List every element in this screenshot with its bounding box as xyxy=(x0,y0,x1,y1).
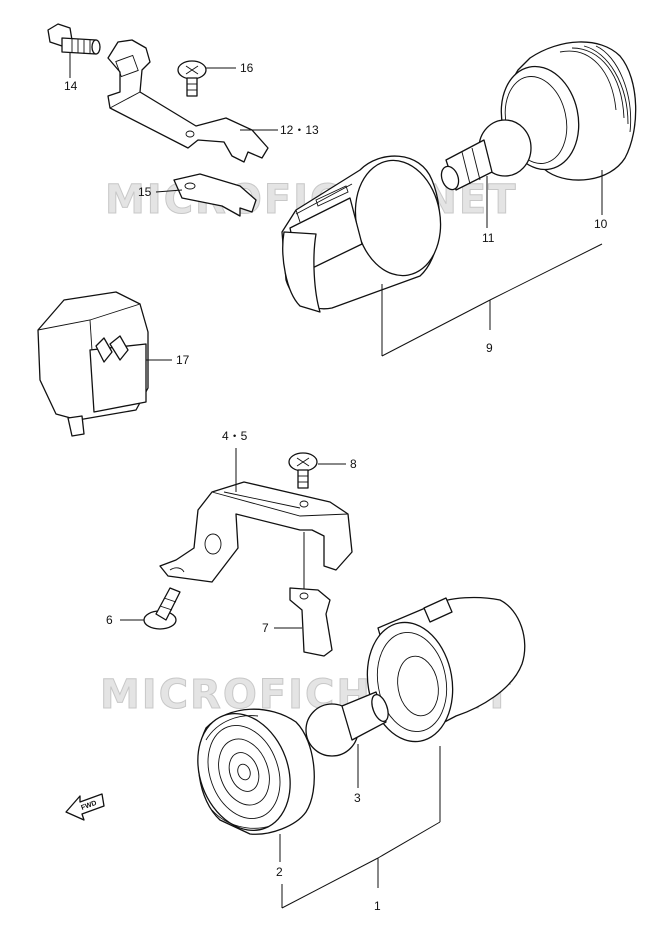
part-10-lens[interactable] xyxy=(492,41,637,181)
label-8: 8 xyxy=(350,457,357,471)
label-14: 14 xyxy=(64,79,78,93)
label-6: 6 xyxy=(106,613,113,627)
part-15-clip[interactable] xyxy=(173,173,257,217)
part-3-bulb[interactable] xyxy=(305,691,391,757)
label-1: 1 xyxy=(374,899,381,913)
part-16-screw[interactable] xyxy=(177,60,207,97)
part-1-housing[interactable] xyxy=(358,596,526,749)
part-4-5-bracket[interactable] xyxy=(159,481,353,583)
part-12-13-bracket[interactable] xyxy=(107,39,269,163)
label-10: 10 xyxy=(594,217,608,231)
part-6-bolt[interactable] xyxy=(143,587,181,630)
part-8-screw[interactable] xyxy=(288,452,318,489)
label-15: 15 xyxy=(138,185,152,199)
label-11: 11 xyxy=(482,231,495,245)
label-16: 16 xyxy=(240,61,254,75)
label-4-5: 4・5 xyxy=(222,429,248,443)
label-12-13: 12・13 xyxy=(280,123,319,137)
label-7: 7 xyxy=(262,621,269,635)
part-9-housing[interactable] xyxy=(281,154,449,313)
fwd-arrow-icon: FWD xyxy=(65,793,105,821)
part-2-lens[interactable] xyxy=(182,701,315,844)
part-17-relay[interactable] xyxy=(37,291,149,437)
label-2: 2 xyxy=(276,865,283,879)
part-7-clip[interactable] xyxy=(289,587,333,657)
label-3: 3 xyxy=(354,791,361,805)
part-14-bolt[interactable] xyxy=(47,23,101,55)
label-17: 17 xyxy=(176,353,190,367)
label-9: 9 xyxy=(486,341,493,355)
part-11-bulb[interactable] xyxy=(438,119,532,192)
